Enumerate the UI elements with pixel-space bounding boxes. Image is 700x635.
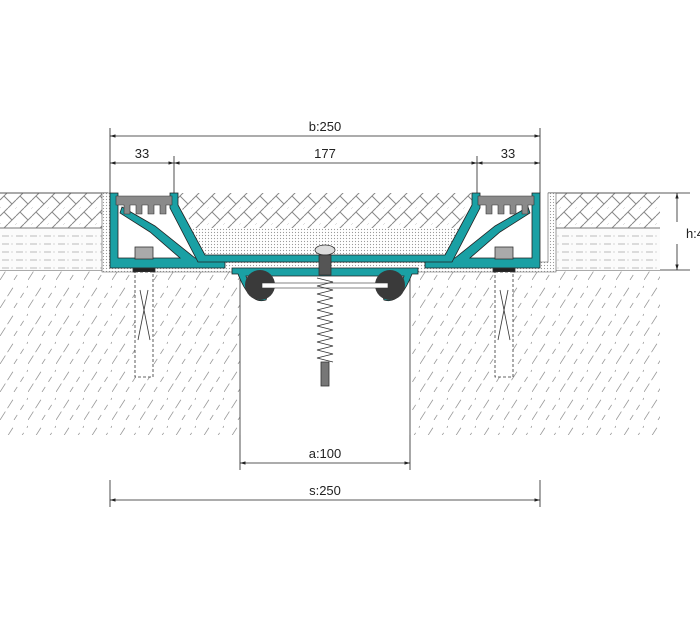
anchor-left <box>132 246 156 378</box>
concrete-substrate <box>0 269 660 435</box>
rubber-insert-right <box>477 195 535 215</box>
dimension-center-label: 177 <box>314 146 336 161</box>
dimension-right-flange-label: 33 <box>501 146 515 161</box>
dimension-a-label: a:100 <box>309 446 342 461</box>
rubber-insert-left <box>115 195 173 215</box>
seal-cylinders <box>245 270 405 300</box>
dimension-left-flange-label: 33 <box>135 146 149 161</box>
anchor-right <box>492 246 516 378</box>
dimension-lines <box>109 128 690 507</box>
dimension-s-label: s:250 <box>309 483 341 498</box>
dimension-h-label: h:4 <box>686 226 700 241</box>
dimension-b-label: b:250 <box>309 119 342 134</box>
floor-finish-layers <box>0 192 660 273</box>
center-screw <box>314 244 336 387</box>
